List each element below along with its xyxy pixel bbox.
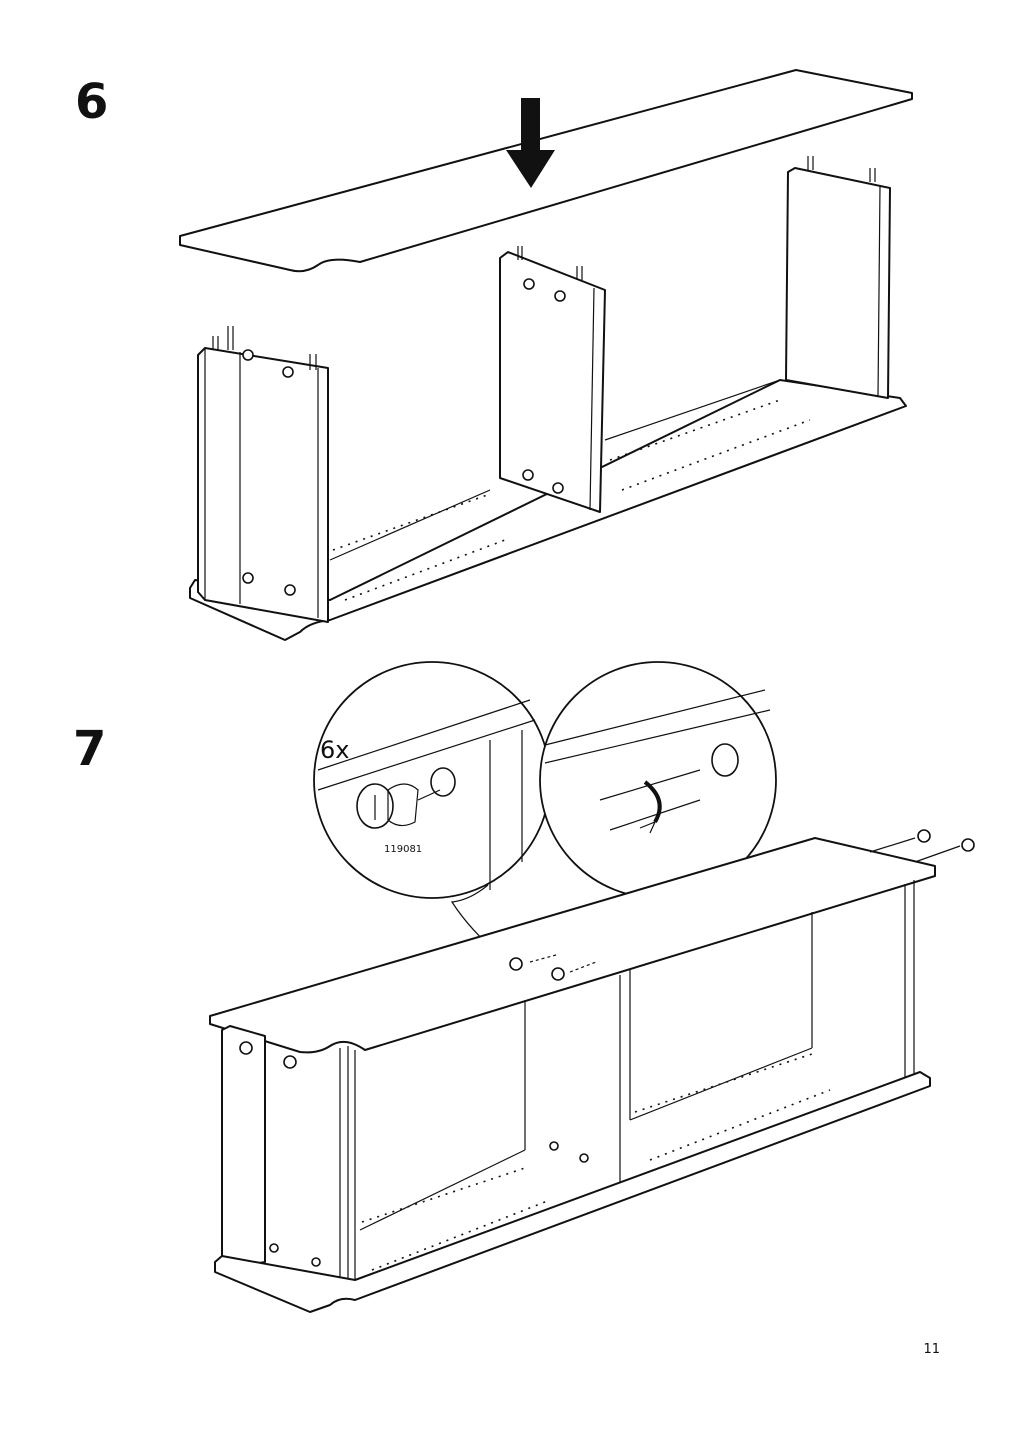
part-number-label: 119081	[384, 844, 422, 855]
page-number: 11	[923, 1342, 940, 1357]
top-panel	[179, 69, 913, 273]
quantity-label: 6x	[320, 736, 349, 764]
assembled-left-side	[221, 1025, 589, 1290]
right-side-panel	[785, 156, 891, 399]
down-arrow-icon	[506, 98, 555, 188]
step-7-illustration: 6x 119081	[209, 661, 975, 1313]
step-7-number: 7	[73, 721, 107, 777]
cam-screws	[239, 829, 975, 1069]
step-6-number: 6	[75, 74, 109, 130]
assembled-bottom-panel	[214, 1071, 931, 1313]
assembled-top-panel	[209, 837, 936, 1054]
middle-divider-panel	[499, 246, 606, 513]
left-side-panel	[197, 326, 329, 623]
detail-magnifier-left	[313, 661, 551, 956]
step-6-illustration	[179, 69, 913, 641]
